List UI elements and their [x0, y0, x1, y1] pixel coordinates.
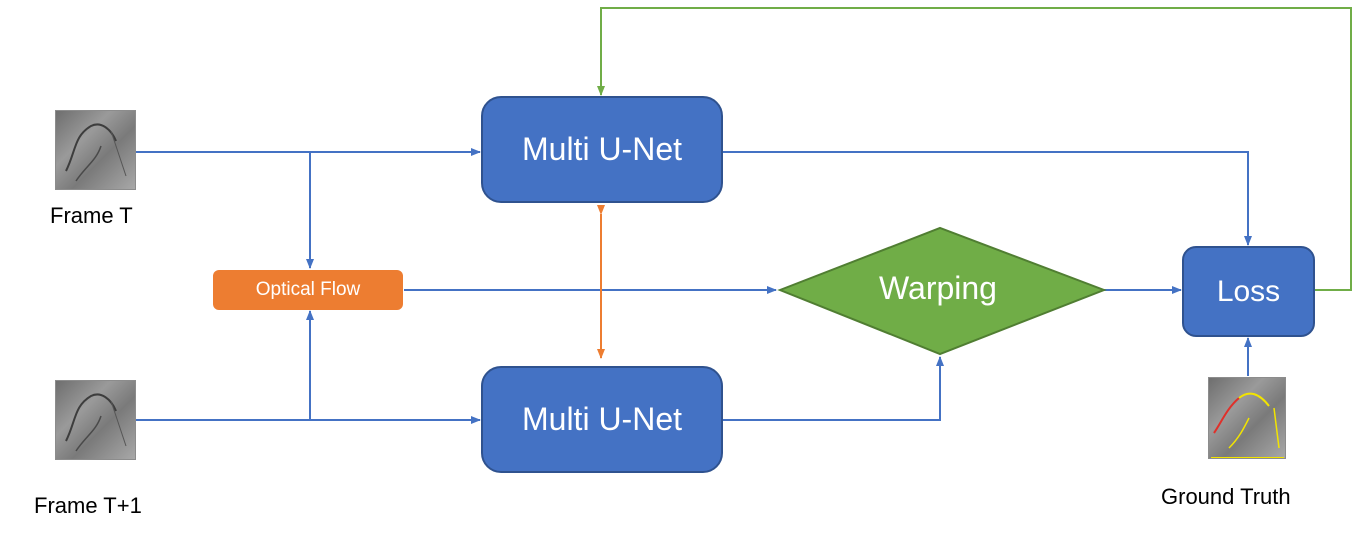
multi-unet-bottom: Multi U-Net [481, 366, 723, 473]
frame-t-image [55, 110, 136, 190]
ground-truth-label: Ground Truth [1161, 484, 1291, 509]
loss-box: Loss [1182, 246, 1315, 337]
optical-flow-label: Optical Flow [255, 279, 361, 300]
optical-flow-box: Optical Flow [213, 270, 403, 310]
arrow-unet-top-to-loss [723, 151, 1252, 246]
multi-unet-top: Multi U-Net [481, 96, 723, 203]
frame-t-label: Frame T [50, 203, 133, 228]
multi-unet-bottom-label: Multi U-Net [521, 401, 682, 437]
warping-label: Warping [879, 270, 997, 306]
loss-label: Loss [1216, 274, 1281, 308]
frame-t1-label: Frame T+1 [34, 493, 142, 518]
multi-unet-top-label: Multi U-Net [521, 131, 682, 167]
frame-t1-image [55, 380, 136, 460]
arrow-unet-bottom-to-warping [723, 356, 944, 421]
arrow-loss-feedback [597, 7, 1352, 291]
ground-truth-image [1208, 377, 1286, 459]
warping-diamond [777, 226, 1107, 356]
